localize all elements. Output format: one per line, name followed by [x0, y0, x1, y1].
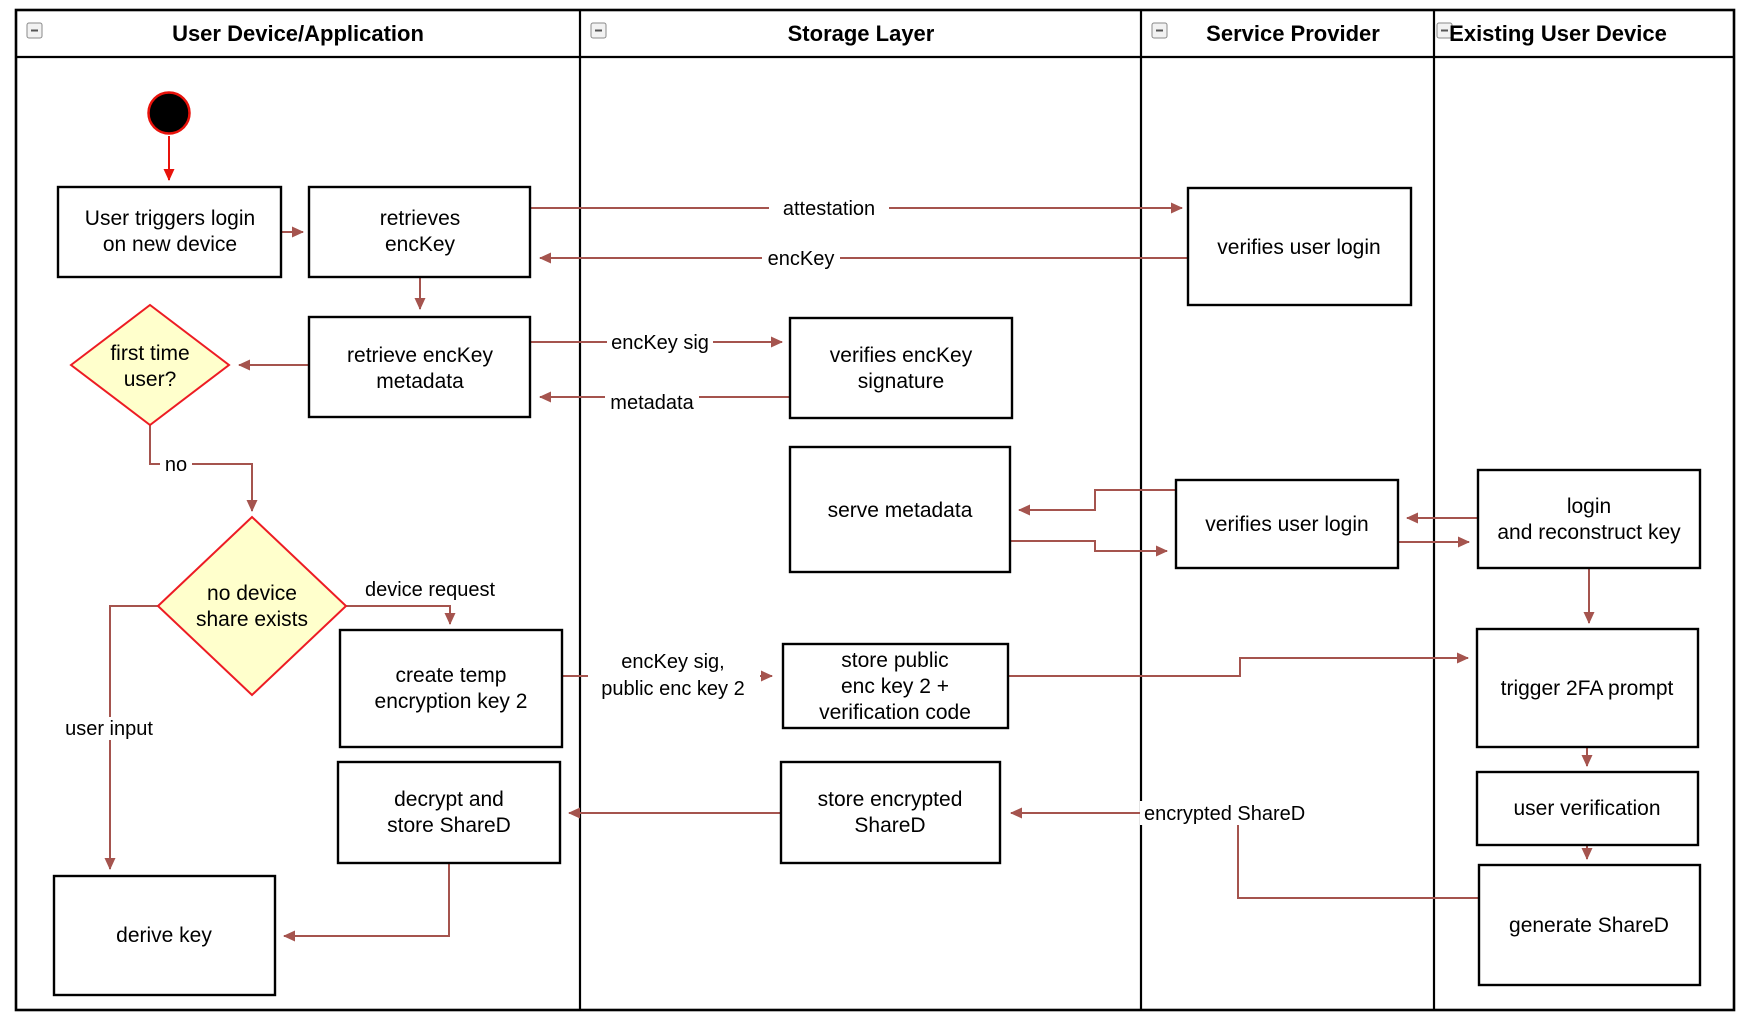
node-verifies-enckey-signature[interactable]: verifies encKey signature [788, 316, 1014, 420]
collapse-icon[interactable] [590, 22, 607, 39]
edge-store-public-to-2fa[interactable] [1008, 652, 1469, 677]
svg-text:trigger 2FA prompt: trigger 2FA prompt [1501, 677, 1674, 700]
svg-text:user input: user input [65, 718, 153, 740]
lane-header-service-provider[interactable]: Service Provider [1151, 21, 1380, 46]
collapse-icon[interactable] [1436, 22, 1453, 39]
svg-text:create temp: create temp [396, 664, 507, 687]
svg-text:device request: device request [365, 579, 496, 601]
svg-text:verifies encKey: verifies encKey [830, 344, 973, 367]
node-store-public-key[interactable]: store public enc key 2 + verification co… [781, 642, 1010, 730]
svg-text:encKey: encKey [768, 248, 835, 270]
svg-text:and reconstruct key: and reconstruct key [1497, 521, 1681, 544]
svg-text:share exists: share exists [196, 608, 308, 631]
svg-text:decrypt and: decrypt and [394, 788, 504, 811]
node-generate-shared[interactable]: generate ShareD [1477, 863, 1702, 987]
lane-title: Existing User Device [1449, 21, 1667, 46]
svg-text:no: no [165, 454, 187, 476]
label-metadata[interactable]: metadata [605, 391, 699, 414]
label-no[interactable]: no [160, 453, 192, 476]
svg-text:login: login [1567, 495, 1611, 518]
svg-text:retrieve encKey: retrieve encKey [347, 344, 493, 367]
svg-text:store ShareD: store ShareD [387, 814, 511, 837]
edge-no-branch[interactable] [149, 425, 258, 512]
svg-text:verification code: verification code [819, 701, 971, 724]
svg-text:encryption key 2: encryption key 2 [375, 690, 528, 713]
node-decrypt-store-shared[interactable]: decrypt and store ShareD [336, 760, 562, 865]
svg-text:metadata: metadata [376, 370, 464, 393]
node-store-encrypted-shared[interactable]: store encrypted ShareD [779, 760, 1002, 865]
svg-text:public enc key 2: public enc key 2 [601, 678, 744, 700]
node-user-triggers-login[interactable]: User triggers login on new device [56, 185, 283, 279]
svg-text:generate ShareD: generate ShareD [1509, 914, 1669, 937]
svg-text:signature: signature [858, 370, 944, 393]
svg-text:metadata: metadata [610, 392, 694, 414]
lane-title: Service Provider [1206, 21, 1380, 46]
svg-text:encKey: encKey [385, 233, 456, 256]
lane-header-existing-user-device[interactable]: Existing User Device [1436, 21, 1667, 46]
svg-text:User triggers login: User triggers login [85, 207, 255, 230]
node-derive-key[interactable]: derive key [52, 874, 277, 997]
svg-text:serve metadata: serve metadata [828, 499, 973, 522]
svg-text:first time: first time [110, 342, 189, 365]
svg-text:no device: no device [207, 582, 297, 605]
decision-first-time-user[interactable]: first time user? [69, 303, 231, 427]
label-device-request[interactable]: device request [365, 579, 496, 601]
lane-title: User Device/Application [172, 21, 424, 46]
label-enckey-sig[interactable]: encKey sig [607, 331, 713, 354]
edge-generate-to-store-encrypted[interactable] [1010, 807, 1479, 899]
svg-text:on new device: on new device [103, 233, 237, 256]
node-verifies-user-login-1[interactable]: verifies user login [1186, 186, 1413, 307]
node-retrieve-enckey-metadata[interactable]: retrieve encKey metadata [307, 315, 532, 419]
svg-text:store public: store public [841, 649, 948, 672]
svg-text:attestation: attestation [783, 198, 875, 220]
node-retrieves-enckey[interactable]: retrieves encKey [307, 185, 532, 279]
node-serve-metadata[interactable]: serve metadata [788, 445, 1012, 574]
start-node[interactable] [147, 91, 191, 135]
node-trigger-2fa-prompt[interactable]: trigger 2FA prompt [1475, 627, 1700, 749]
node-create-temp-key[interactable]: create temp encryption key 2 [338, 628, 564, 749]
edge-labels: attestation encKey encKey sig metadata n… [56, 197, 1324, 825]
svg-text:encKey sig,: encKey sig, [621, 651, 724, 673]
label-enckey-sig-pub[interactable]: encKey sig, public enc key 2 [588, 648, 760, 702]
edge-decrypt-to-derive[interactable] [283, 863, 450, 942]
edge-serve-to-verifies2[interactable] [1010, 540, 1168, 557]
label-user-input[interactable]: user input [56, 717, 163, 740]
label-encrypted-shared[interactable]: encrypted ShareD [1140, 801, 1324, 825]
svg-text:verifies user login: verifies user login [1205, 513, 1368, 536]
lane-header-storage-layer[interactable]: Storage Layer [590, 21, 935, 46]
nodes: User triggers login on new device retrie… [52, 91, 1702, 997]
edge-device-request[interactable] [346, 605, 456, 625]
node-user-verification[interactable]: user verification [1475, 770, 1700, 847]
svg-text:encrypted ShareD: encrypted ShareD [1144, 803, 1305, 825]
svg-text:retrieves: retrieves [380, 207, 461, 230]
svg-text:enc key 2 +: enc key 2 + [841, 675, 949, 698]
node-login-and-reconstruct-key[interactable]: login and reconstruct key [1476, 468, 1702, 570]
label-attestation[interactable]: attestation [769, 197, 889, 220]
collapse-icon[interactable] [1151, 22, 1168, 39]
node-verifies-user-login-2[interactable]: verifies user login [1174, 478, 1400, 570]
svg-text:user?: user? [124, 368, 177, 391]
decision-no-device-share[interactable]: no device share exists [156, 515, 348, 697]
svg-text:store encrypted: store encrypted [818, 788, 963, 811]
edge-user-input[interactable] [104, 605, 158, 870]
label-enckey[interactable]: encKey [762, 247, 840, 270]
edge-verifies2-to-serve[interactable] [1018, 489, 1176, 516]
lane-title: Storage Layer [788, 21, 935, 46]
collapse-icon[interactable] [26, 22, 43, 39]
lane-header-user-device[interactable]: User Device/Application [26, 21, 424, 46]
svg-text:user verification: user verification [1513, 797, 1660, 820]
svg-text:verifies user login: verifies user login [1217, 236, 1380, 259]
svg-text:derive key: derive key [116, 924, 212, 947]
svg-text:encKey sig: encKey sig [611, 332, 709, 354]
svg-text:ShareD: ShareD [854, 814, 925, 837]
